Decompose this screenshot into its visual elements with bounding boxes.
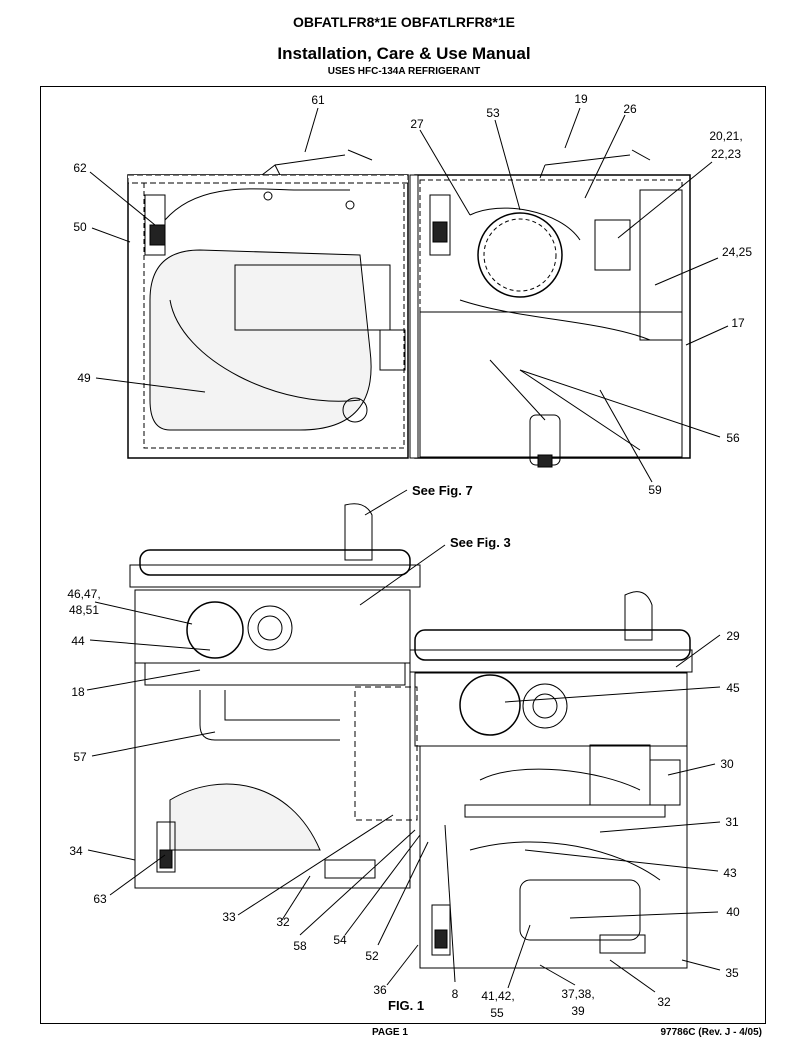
callout-37-38: 37,38, xyxy=(561,987,594,1001)
callout-31: 31 xyxy=(725,815,739,829)
callout-8: 8 xyxy=(452,987,459,1001)
callout-19: 19 xyxy=(574,92,588,106)
callout-20-21: 20,21, xyxy=(709,129,742,143)
callout-24-25: 24,25 xyxy=(722,245,752,259)
power-cord-right xyxy=(539,149,651,179)
callout-labels: 61 19 27 53 26 20,21, 22,23 62 50 24,25 … xyxy=(67,92,752,1020)
callout-36: 36 xyxy=(373,983,387,997)
callout-27: 27 xyxy=(410,117,424,131)
bottom-left-cabinet xyxy=(129,503,421,889)
callout-29: 29 xyxy=(726,629,740,643)
callout-49: 49 xyxy=(77,371,91,385)
fig-1-label: FIG. 1 xyxy=(388,998,424,1013)
callout-46-47: 46,47, xyxy=(67,587,100,601)
callout-40: 40 xyxy=(726,905,740,919)
callout-43: 43 xyxy=(723,866,737,880)
callout-50: 50 xyxy=(73,220,87,234)
callout-63: 63 xyxy=(93,892,107,906)
callout-30: 30 xyxy=(720,757,734,771)
callout-53: 53 xyxy=(486,106,500,120)
callout-18: 18 xyxy=(71,685,85,699)
callout-48-51: 48,51 xyxy=(69,603,99,617)
top-right-cabinet xyxy=(409,174,691,468)
callout-26: 26 xyxy=(623,102,637,116)
top-left-cabinet xyxy=(127,174,409,459)
model-numbers: OBFATLFR8*1E OBFATLRFR8*1E xyxy=(293,14,515,30)
callout-34: 34 xyxy=(69,844,83,858)
manual-title: Installation, Care & Use Manual xyxy=(277,44,531,63)
see-fig-7-label: See Fig. 7 xyxy=(412,483,473,498)
callout-52: 52 xyxy=(365,949,379,963)
callout-58: 58 xyxy=(293,939,307,953)
callout-59: 59 xyxy=(648,483,662,497)
figure-frame xyxy=(40,86,766,1024)
callout-56: 56 xyxy=(726,431,740,445)
callout-45: 45 xyxy=(726,681,740,695)
callout-32-right: 32 xyxy=(657,995,671,1009)
see-fig-3-label: See Fig. 3 xyxy=(450,535,511,550)
refrigerant-note: USES HFC-134A REFRIGERANT xyxy=(327,66,481,77)
callout-39: 39 xyxy=(571,1004,585,1018)
callout-54: 54 xyxy=(333,933,347,947)
power-cord-left xyxy=(261,149,373,176)
callout-35: 35 xyxy=(725,966,739,980)
bottom-right-cabinet xyxy=(409,591,693,969)
page-number: PAGE 1 xyxy=(372,1027,408,1038)
document-number: 97786C (Rev. J - 4/05) xyxy=(660,1027,762,1038)
callout-62: 62 xyxy=(73,161,87,175)
leader-lines xyxy=(86,107,729,993)
callout-57: 57 xyxy=(73,750,87,764)
callout-33: 33 xyxy=(222,910,236,924)
callout-32-left: 32 xyxy=(276,915,290,929)
callout-17: 17 xyxy=(731,316,745,330)
callout-55: 55 xyxy=(490,1006,504,1020)
callout-22-23: 22,23 xyxy=(711,147,741,161)
callout-41-42: 41,42, xyxy=(481,989,514,1003)
callout-44: 44 xyxy=(71,634,85,648)
callout-61: 61 xyxy=(311,93,325,107)
